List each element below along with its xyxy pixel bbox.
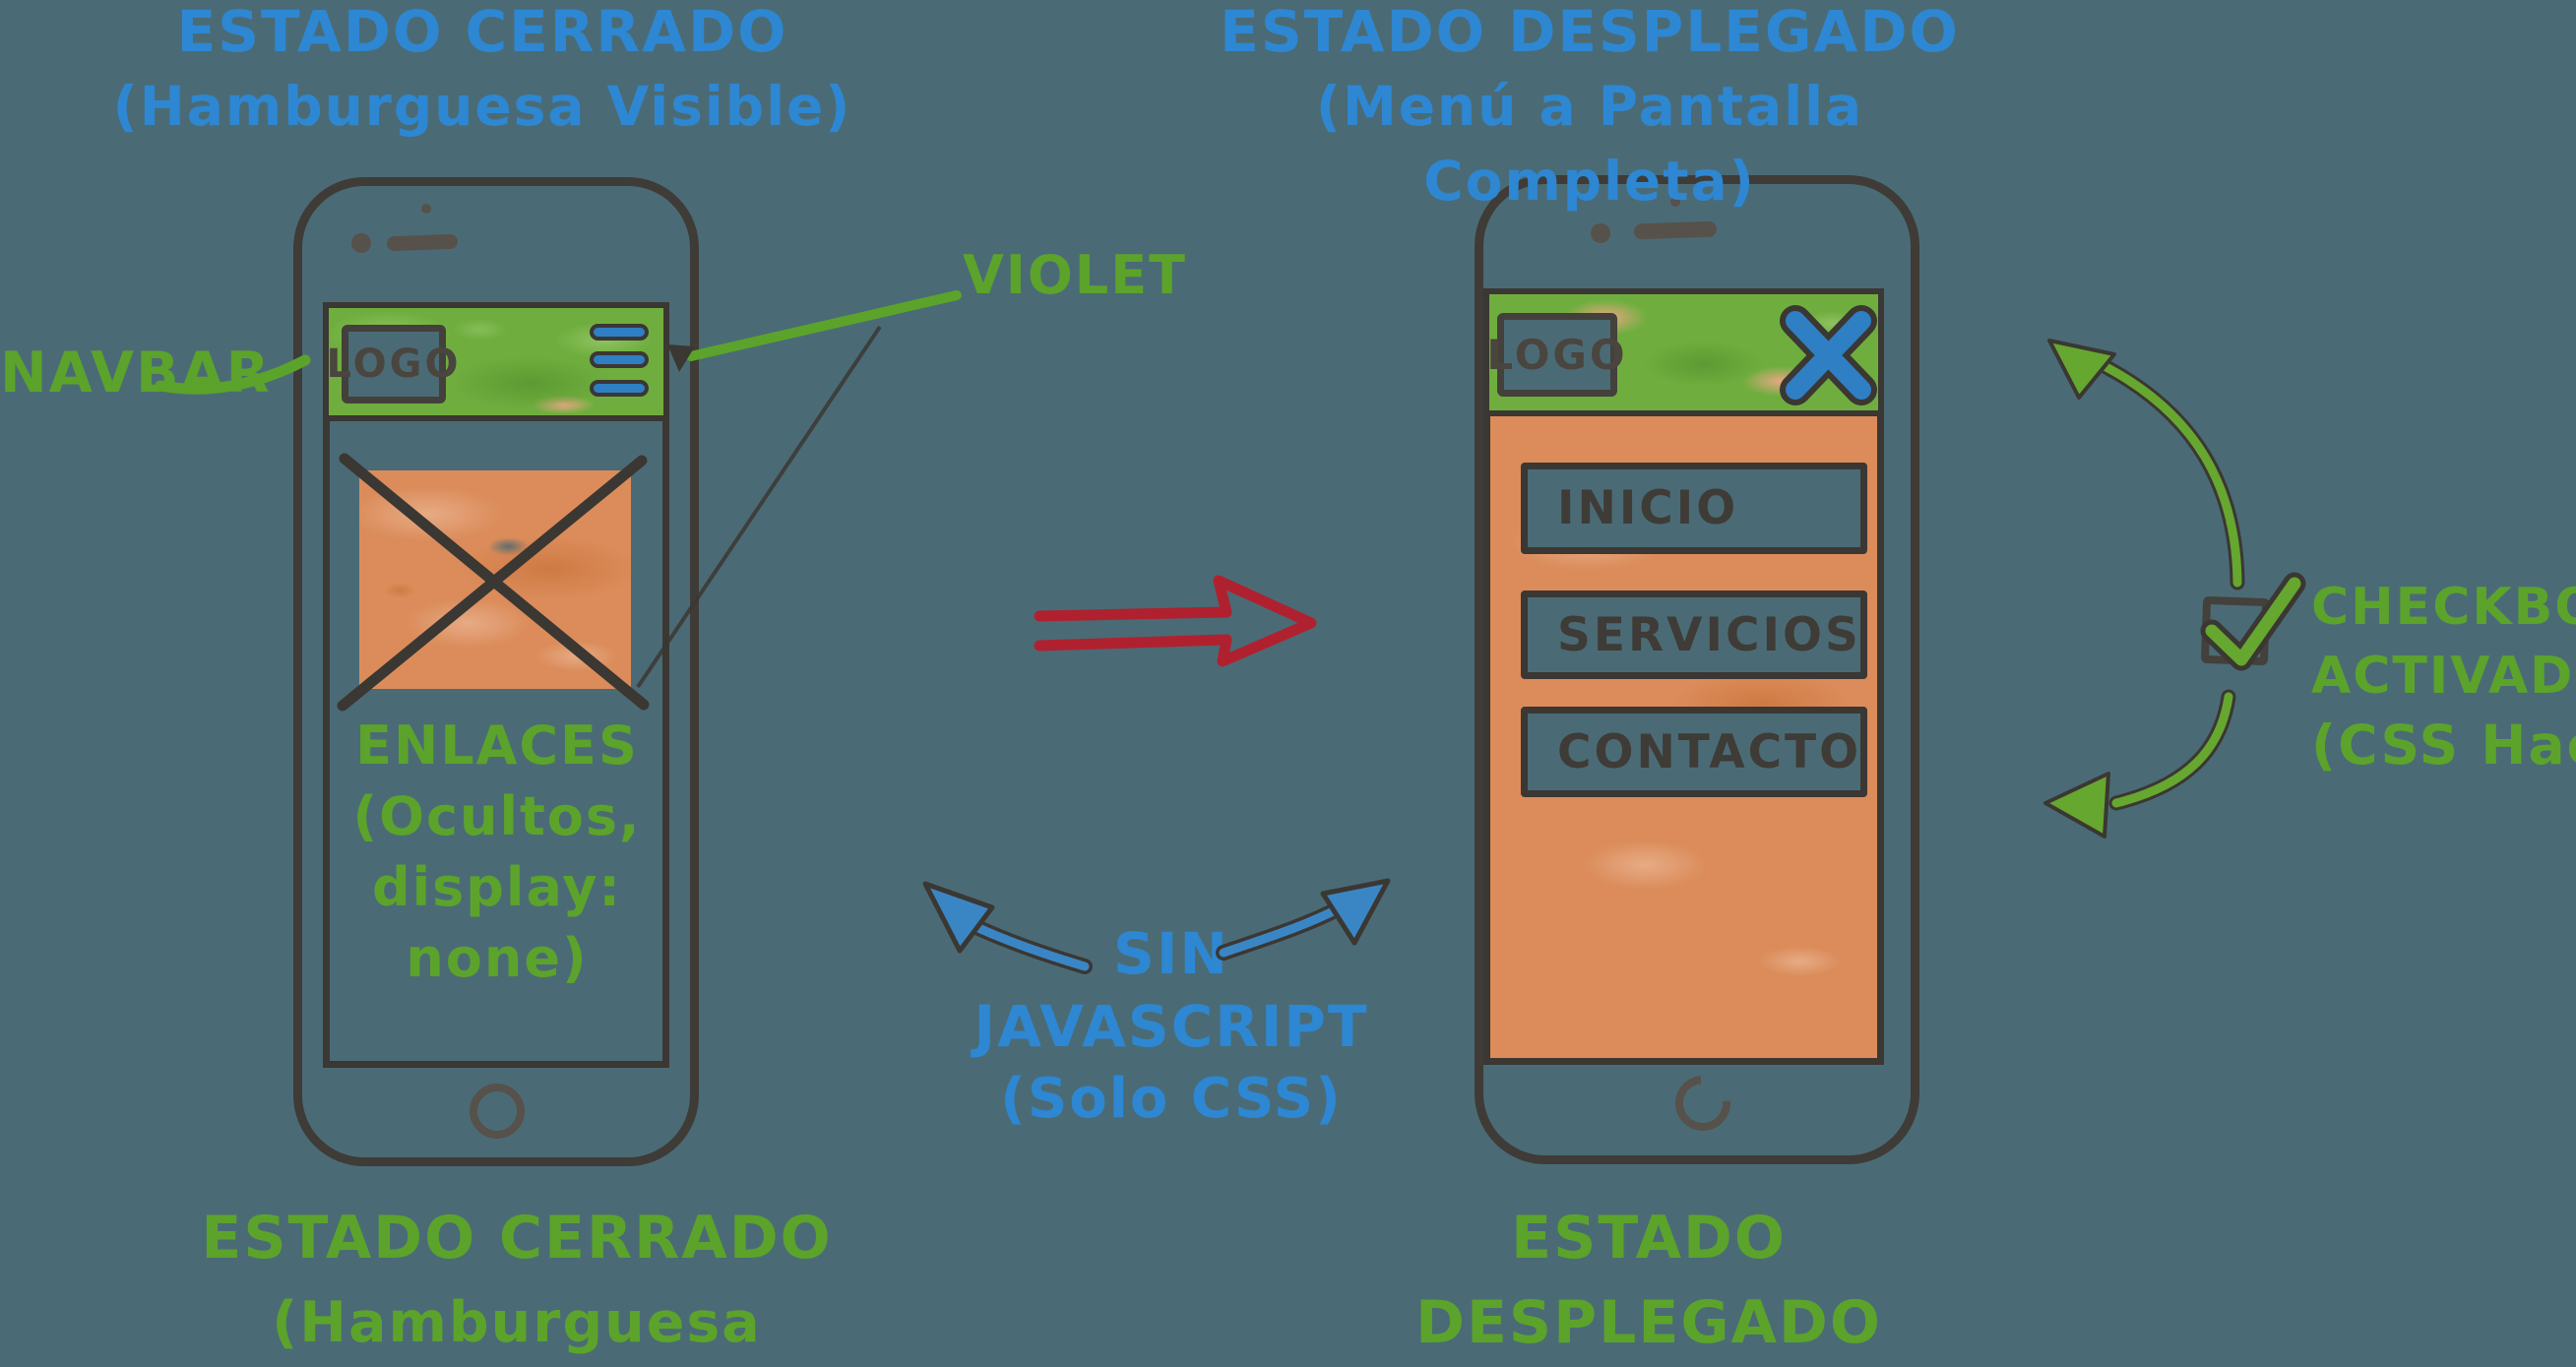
- checkbox-note-line1: CHECKBOX: [2311, 578, 2576, 637]
- caption-line: ESTADO DESPLEGADO: [1415, 1204, 1882, 1357]
- no-js-line1: SIN: [1113, 920, 1229, 987]
- checkbox-note-line3: (CSS Hack): [2311, 714, 2576, 777]
- logo-text: LOGO: [1486, 331, 1628, 379]
- caption-line: ESTADO DESPLEGADO: [1220, 0, 1960, 65]
- no-js-label: SIN JAVASCRIPT (Solo CSS): [925, 917, 1417, 1136]
- caption-line: ESTADO CERRADO: [176, 0, 788, 65]
- caption-top-left: ESTADO CERRADO (Hamburguesa Visible): [108, 0, 856, 144]
- menu-item-inicio[interactable]: INICIO: [1521, 463, 1867, 554]
- checkbox-note-line2: ACTIVADO: [2311, 647, 2576, 706]
- green-arrow-down-icon: [2111, 692, 2233, 808]
- hamburger-menu-icon[interactable]: [590, 380, 649, 397]
- no-js-line2: JAVASCRIPT: [974, 993, 1369, 1060]
- red-arrow-head: [1213, 575, 1317, 667]
- caption-line: (Hamburguesa Visible): [112, 75, 852, 138]
- menu-item-label: SERVICIOS: [1557, 607, 1861, 662]
- caption-line: (Menú a Pantalla Completa): [1315, 75, 1864, 213]
- camera-icon: [1591, 223, 1610, 243]
- checkbox-checked-icon[interactable]: [2200, 595, 2271, 666]
- menu-item-label: CONTACTO: [1557, 724, 1862, 779]
- caption-line: ESTADO CERRADO: [201, 1204, 833, 1273]
- no-js-line3: (Solo CSS): [1000, 1067, 1343, 1131]
- menu-item-servicios[interactable]: SERVICIOS: [1521, 590, 1867, 679]
- menu-item-label: INICIO: [1557, 481, 1739, 535]
- green-arrow-up-head: [2047, 339, 2116, 400]
- navbar-annotation-label: NAVBAR: [0, 341, 272, 405]
- caption-bottom-left: ESTADO CERRADO (Hamburguesa Visible): [143, 1196, 891, 1367]
- front-dot-left: [421, 204, 431, 214]
- hamburger-menu-icon[interactable]: [590, 351, 649, 368]
- green-arrow-up-icon: [2092, 357, 2242, 588]
- hidden-links-line3: none): [406, 927, 589, 989]
- caption-top-right: ESTADO DESPLEGADO (Menú a Pantalla Compl…: [1211, 0, 1969, 218]
- speaker-slot: [386, 233, 459, 252]
- camera-icon: [351, 233, 371, 253]
- hidden-links-line1: ENLACES: [355, 715, 639, 777]
- logo-open: LOGO: [1486, 313, 1625, 397]
- hidden-links-line2: (Ocultos, display:: [352, 785, 642, 918]
- speaker-slot: [1633, 220, 1718, 240]
- violet-leader-line: [686, 290, 962, 361]
- hidden-links-label: ENLACES (Ocultos, display: none): [295, 711, 699, 994]
- logo-closed: LOGO: [327, 325, 458, 404]
- menu-item-contacto[interactable]: CONTACTO: [1521, 707, 1867, 797]
- caption-bottom-right: ESTADO DESPLEGADO (Menú a Pantalla Compl…: [1270, 1196, 2028, 1367]
- hamburger-menu-icon[interactable]: [590, 324, 649, 341]
- caption-line: (Hamburguesa Visible): [272, 1290, 762, 1355]
- red-arrow-icon: [1034, 606, 1232, 622]
- red-arrow-icon: [1034, 634, 1232, 652]
- phone-open-body: [1475, 175, 1919, 1164]
- violet-annotation-label: VIOLET: [963, 244, 1187, 306]
- front-dot-right: [1670, 197, 1680, 207]
- green-arrow-down-outline: [2108, 689, 2236, 811]
- home-button-left[interactable]: [470, 1084, 525, 1139]
- hidden-links-box: [359, 470, 631, 689]
- checkbox-note-label: CHECKBOX ACTIVADO (CSS Hack): [2311, 573, 2576, 779]
- green-arrow-down-head: [2043, 772, 2110, 839]
- green-arrow-up-outline: [2089, 354, 2245, 590]
- logo-text: LOGO: [326, 342, 462, 387]
